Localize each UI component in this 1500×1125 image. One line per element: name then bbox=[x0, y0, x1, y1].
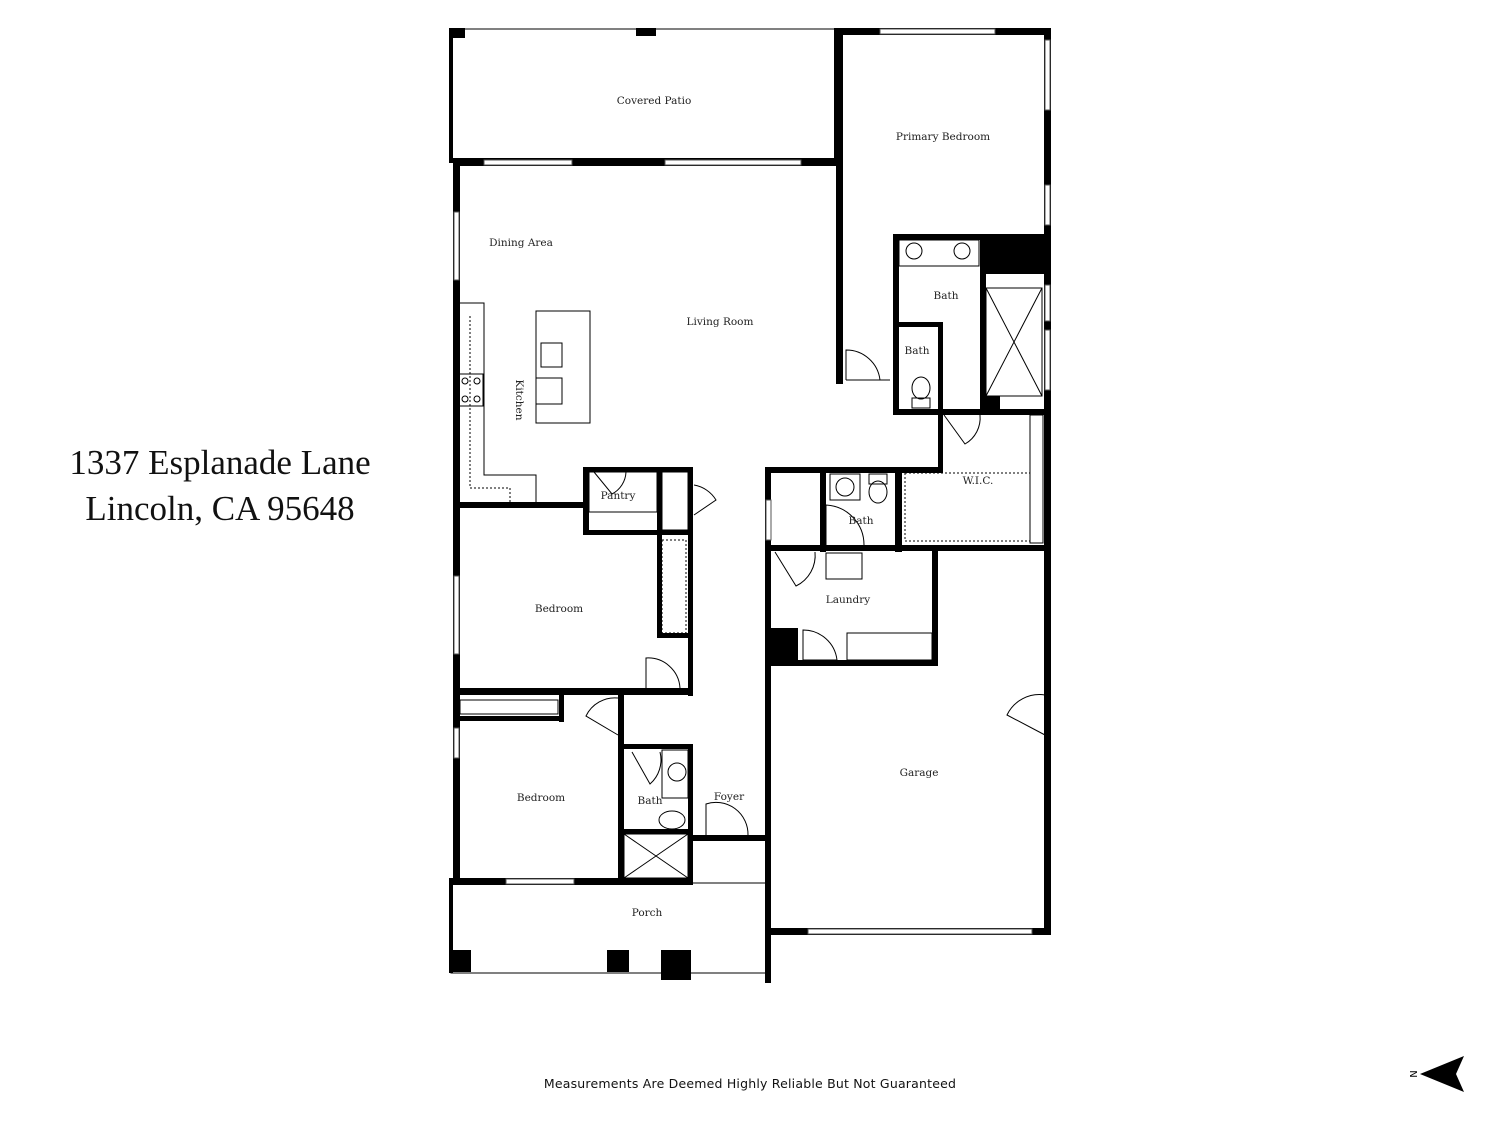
fixtures bbox=[458, 239, 1044, 879]
label-laundry: Laundry bbox=[826, 594, 870, 606]
label-bedroom-3: Bedroom bbox=[517, 792, 565, 804]
compass-label: N bbox=[1407, 1070, 1418, 1077]
windows bbox=[453, 28, 1051, 935]
north-arrow-icon: N bbox=[1407, 1056, 1464, 1092]
label-bedroom-2: Bedroom bbox=[535, 603, 583, 615]
label-toilet-room: Bath bbox=[905, 345, 930, 357]
label-covered-patio: Covered Patio bbox=[617, 95, 692, 107]
address-line-1: 1337 Esplanade Lane bbox=[69, 443, 371, 482]
disclaimer: Measurements Are Deemed Highly Reliable … bbox=[543, 1076, 957, 1091]
label-kitchen: Kitchen bbox=[513, 379, 525, 420]
label-foyer: Foyer bbox=[714, 791, 745, 803]
label-hall-bath: Bath bbox=[638, 795, 663, 807]
label-pantry: Pantry bbox=[601, 490, 636, 502]
label-garage: Garage bbox=[900, 767, 939, 779]
label-primary-bedroom: Primary Bedroom bbox=[896, 131, 990, 143]
room-labels: Covered Patio Primary Bedroom Dining Are… bbox=[489, 95, 993, 919]
label-porch: Porch bbox=[632, 907, 663, 919]
label-wic: W.I.C. bbox=[963, 475, 994, 487]
walls bbox=[449, 28, 1051, 983]
doors bbox=[585, 349, 1046, 836]
label-living-room: Living Room bbox=[687, 316, 754, 328]
address-block: 1337 Esplanade Lane Lincoln, CA 95648 bbox=[40, 440, 400, 532]
label-primary-bath: Bath bbox=[934, 290, 959, 302]
address-line-2: Lincoln, CA 95648 bbox=[85, 489, 355, 528]
label-half-bath: Bath bbox=[849, 515, 874, 527]
label-dining-area: Dining Area bbox=[489, 237, 553, 249]
